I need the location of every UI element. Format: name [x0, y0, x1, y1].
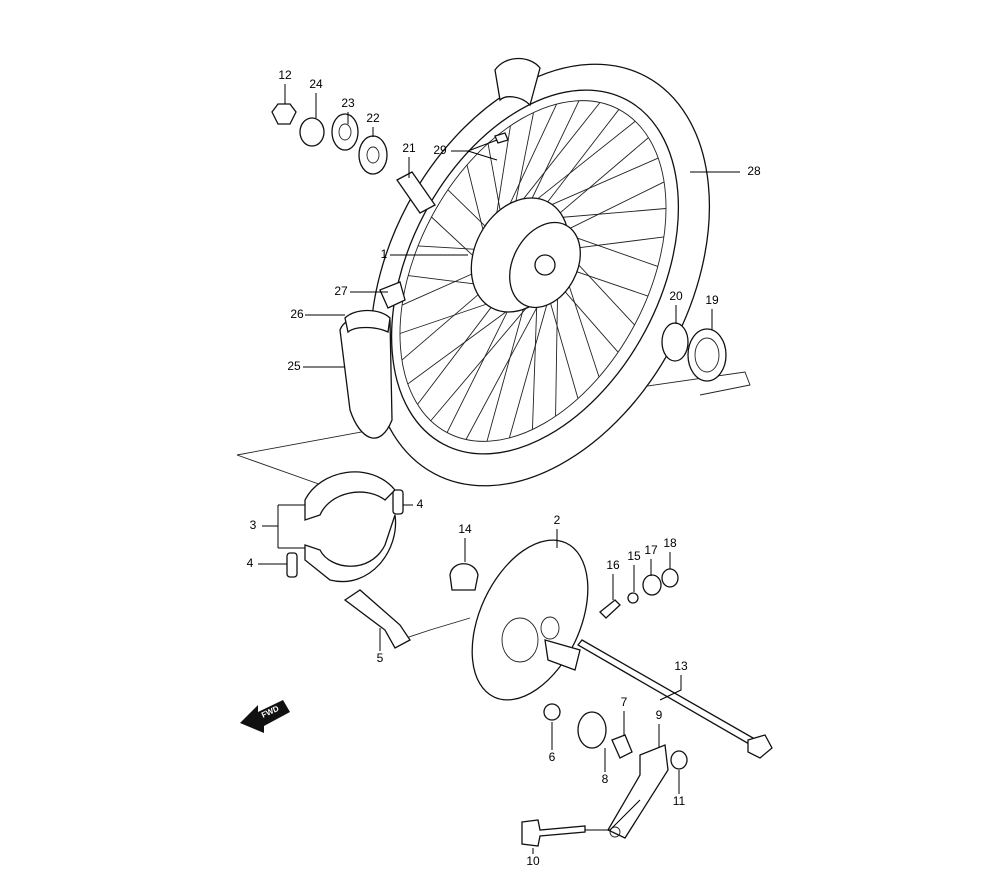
spoke [446, 300, 514, 433]
spoke [508, 286, 553, 439]
spacer-tube [396, 171, 436, 214]
spoke [465, 296, 543, 440]
wheel-assembly [339, 57, 711, 487]
callout-25: 25 [287, 359, 301, 373]
callout-6: 6 [549, 750, 556, 764]
return-spring [577, 711, 607, 749]
oil-seal [331, 113, 359, 151]
brake-cam-boss [544, 639, 581, 671]
speedometer-gear [449, 563, 479, 591]
nut-11 [670, 750, 688, 770]
tire-section-bottom [339, 314, 393, 439]
leader-lines [258, 84, 740, 854]
axle-head [747, 734, 773, 759]
dust-seal-right [687, 328, 727, 382]
seal-18 [661, 568, 679, 588]
callout-27: 27 [334, 284, 348, 298]
callout-9: 9 [656, 708, 663, 722]
brake-lever [607, 744, 669, 839]
spoke [532, 300, 538, 430]
callout-8: 8 [602, 772, 609, 786]
callout-5: 5 [377, 651, 384, 665]
section-outline [236, 454, 331, 489]
callout-18: 18 [663, 536, 677, 550]
spoke [486, 302, 526, 442]
callout-16: 16 [606, 558, 620, 572]
callout-4-lower: 4 [247, 556, 254, 570]
tire-section-top [494, 57, 541, 107]
indicator-plate [611, 734, 633, 759]
callout-26: 26 [290, 307, 304, 321]
callout-3: 3 [250, 518, 257, 532]
callout-29: 29 [433, 143, 447, 157]
callout-14: 14 [458, 522, 472, 536]
callout-23: 23 [341, 96, 355, 110]
callout-24: 24 [309, 77, 323, 91]
hub-center [534, 254, 556, 276]
axle-nut [271, 103, 297, 125]
spoke [547, 137, 649, 224]
callout-11: 11 [673, 794, 686, 808]
spoke [536, 109, 620, 217]
callout-28: 28 [747, 164, 761, 178]
callout-17: 17 [644, 543, 658, 557]
spoke [547, 292, 579, 399]
rim-band [379, 281, 406, 309]
bolt-10 [521, 819, 586, 847]
washer-15 [627, 592, 639, 604]
bearing [358, 135, 388, 175]
callout-21: 21 [402, 141, 416, 155]
bearing-right [661, 322, 689, 362]
callout-10: 10 [526, 854, 540, 868]
small-pin [599, 599, 621, 619]
spacer-collar [299, 117, 325, 147]
spoke [430, 302, 532, 422]
callout-19: 19 [705, 293, 719, 307]
callout-4-upper: 4 [417, 497, 424, 511]
callout-22: 22 [366, 111, 380, 125]
brake-shoe-lower [304, 514, 397, 583]
spoke-nipple [494, 132, 509, 144]
nut-17 [642, 574, 662, 596]
spoke [417, 292, 503, 405]
section-outline [399, 617, 471, 641]
callout-7: 7 [621, 695, 628, 709]
spoke [512, 112, 534, 216]
tube-section [344, 309, 391, 334]
callout-2: 2 [554, 513, 561, 527]
brake-shoe-upper [304, 471, 396, 521]
callout-13: 13 [674, 659, 688, 673]
callout-15: 15 [627, 549, 641, 563]
washer-6 [543, 703, 561, 721]
spoke [554, 280, 619, 353]
brake-cam [343, 589, 411, 649]
spoke [524, 100, 580, 214]
spoke [407, 301, 520, 385]
callout-1: 1 [381, 247, 388, 261]
callout-12: 12 [278, 68, 292, 82]
spring-upper [392, 489, 404, 515]
fwd-arrow-icon: FWD [240, 700, 290, 733]
spring-lower [286, 552, 298, 578]
brake-panel [471, 539, 589, 701]
callout-20: 20 [669, 289, 683, 303]
callout-labels: 12 24 23 22 21 29 28 1 27 26 25 20 19 4 … [247, 68, 761, 868]
spoke [555, 181, 665, 236]
